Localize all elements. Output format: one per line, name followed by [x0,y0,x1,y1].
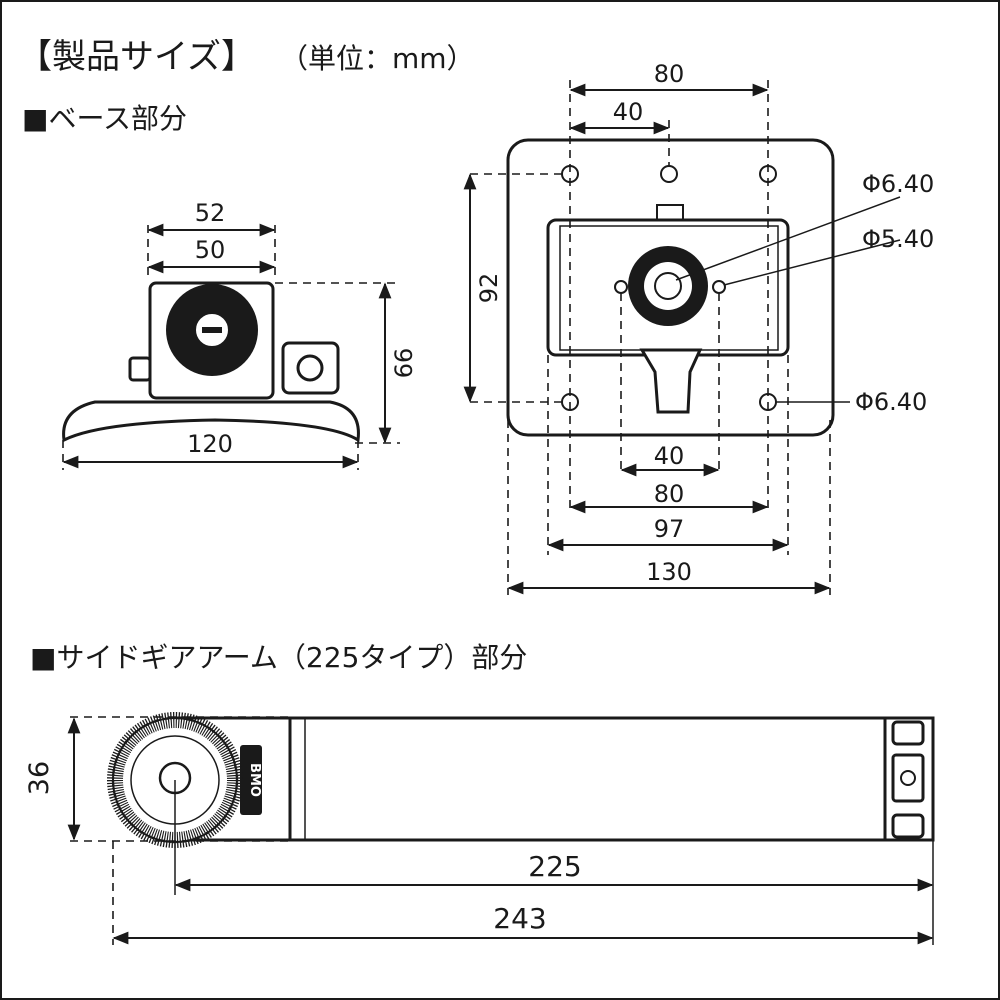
hole [712,280,726,294]
dim-bottom-97: 97 [654,515,685,543]
dim-top-40: 40 [613,98,644,126]
arm-tube [288,716,932,842]
hole [660,165,678,183]
brand-logo [240,745,262,815]
base-side-view: 52 50 66 120 [62,199,418,470]
dim-66: 66 [390,348,418,379]
dim-120: 120 [187,430,233,458]
page-title: 【製品サイズ】 [18,37,255,77]
arm-section-heading: ■サイドギアアーム（225タイプ）部分 [30,641,527,674]
dim-hole-5-40: Φ5.40 [862,225,934,253]
dim-bottom-130: 130 [646,558,692,586]
brand-logo-text: BMO [247,763,262,797]
dim-bottom-40: 40 [654,442,685,470]
dim-50: 50 [195,236,226,264]
dim-hole-6-40-bottom: Φ6.40 [855,388,927,416]
dim-92: 92 [475,273,503,304]
arm-view: BMO 36 225 243 [24,712,935,945]
dim-52: 52 [195,199,226,227]
base-top-view: 80 40 92 Φ6.40 Φ5.40 Φ6.40 40 80 97 130 [463,60,934,595]
unit-label: （単位：mm） [280,42,475,75]
dim-top-80: 80 [654,60,685,88]
base-section-heading: ■ベース部分 [22,102,187,135]
hole [614,280,628,294]
lever [639,348,703,414]
base-foot [62,400,360,443]
dim-hole-6-40-top: Φ6.40 [862,170,934,198]
dim-243: 243 [493,902,546,935]
dim-225: 225 [528,850,581,883]
dim-bottom-80: 80 [654,480,685,508]
dim-36: 36 [24,761,55,795]
